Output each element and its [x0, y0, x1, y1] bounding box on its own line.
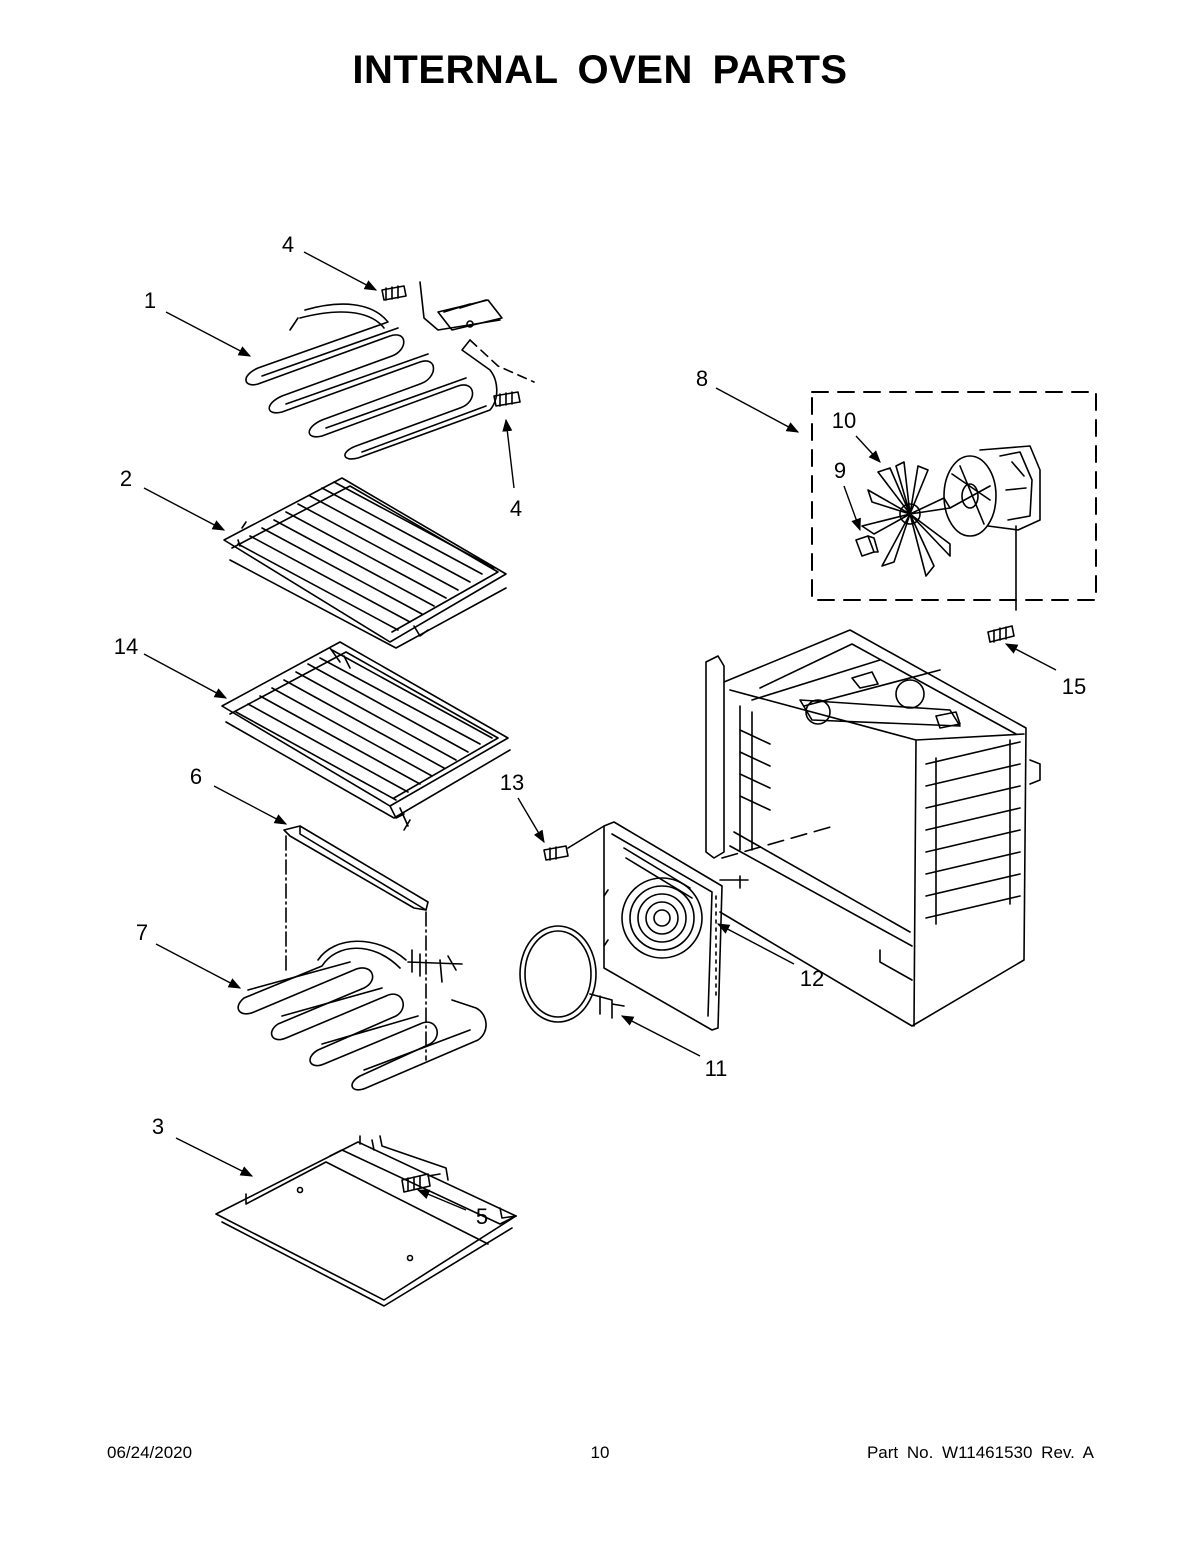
footer-page-number: 10: [590, 1443, 610, 1462]
callout-7: 7: [136, 920, 148, 945]
leader-7: [155, 943, 242, 989]
oven-bottom-part-3: [215, 1135, 517, 1307]
screw-part-4-lower: [493, 391, 521, 407]
callout-12: 12: [800, 966, 824, 991]
callout-11: 11: [705, 1056, 728, 1081]
callout-5: 5: [476, 1204, 488, 1229]
leader-14: [143, 653, 228, 699]
leader-2: [143, 487, 226, 531]
callout-14: 14: [114, 634, 138, 659]
leader-1: [165, 311, 252, 357]
leader-6: [213, 785, 288, 825]
leader-13: [517, 797, 545, 844]
leader-4b: [502, 418, 515, 489]
leader-11: [620, 1015, 701, 1057]
roller-rack-part-14: [221, 641, 511, 831]
callout-15: 15: [1062, 674, 1086, 699]
leader-5: [416, 1189, 467, 1211]
leader-15: [1004, 643, 1057, 671]
callout-4-lower: 4: [510, 496, 522, 521]
screw-part-5: [401, 1173, 441, 1193]
convection-element-part-11: [519, 925, 625, 1023]
screw-part-15: [987, 625, 1015, 643]
page-title: INTERNAL OVEN PARTS: [352, 48, 848, 92]
callout-6: 6: [190, 764, 202, 789]
leader-8: [715, 387, 800, 433]
footer-date: 06/24/2020: [107, 1443, 193, 1462]
bake-element-part-7: [237, 940, 487, 1091]
leader-10: [855, 435, 881, 463]
element-shield-part-6: [283, 825, 429, 1061]
callout-leaders: [143, 251, 1057, 1211]
callout-13: 13: [500, 770, 524, 795]
leader-4a: [303, 251, 378, 291]
footer-part-number: Part No. W11461530 Rev. A: [866, 1443, 1094, 1462]
screw-part-13: [543, 825, 605, 861]
callout-1: 1: [144, 288, 156, 313]
callout-2: 2: [120, 466, 132, 491]
oven-rack-part-2: [223, 477, 507, 649]
fan-motor: [943, 445, 1041, 611]
leader-3: [175, 1137, 254, 1177]
callout-3: 3: [152, 1114, 164, 1139]
callout-10: 10: [832, 408, 856, 433]
fan-blade-part-10: [861, 461, 951, 577]
callout-4-upper: 4: [282, 232, 294, 257]
leader-12: [716, 923, 795, 965]
broil-element-part-1: [245, 281, 535, 460]
fan-nut-part-9: [855, 535, 879, 557]
leader-9: [843, 485, 861, 532]
screw-part-4-upper: [381, 285, 407, 301]
callout-8: 8: [696, 366, 708, 391]
convection-fan-assembly-part-8: [811, 391, 1097, 601]
oven-cavity: [705, 629, 1041, 1027]
rear-panel-part-12: [603, 821, 723, 1031]
callout-9: 9: [834, 458, 846, 483]
